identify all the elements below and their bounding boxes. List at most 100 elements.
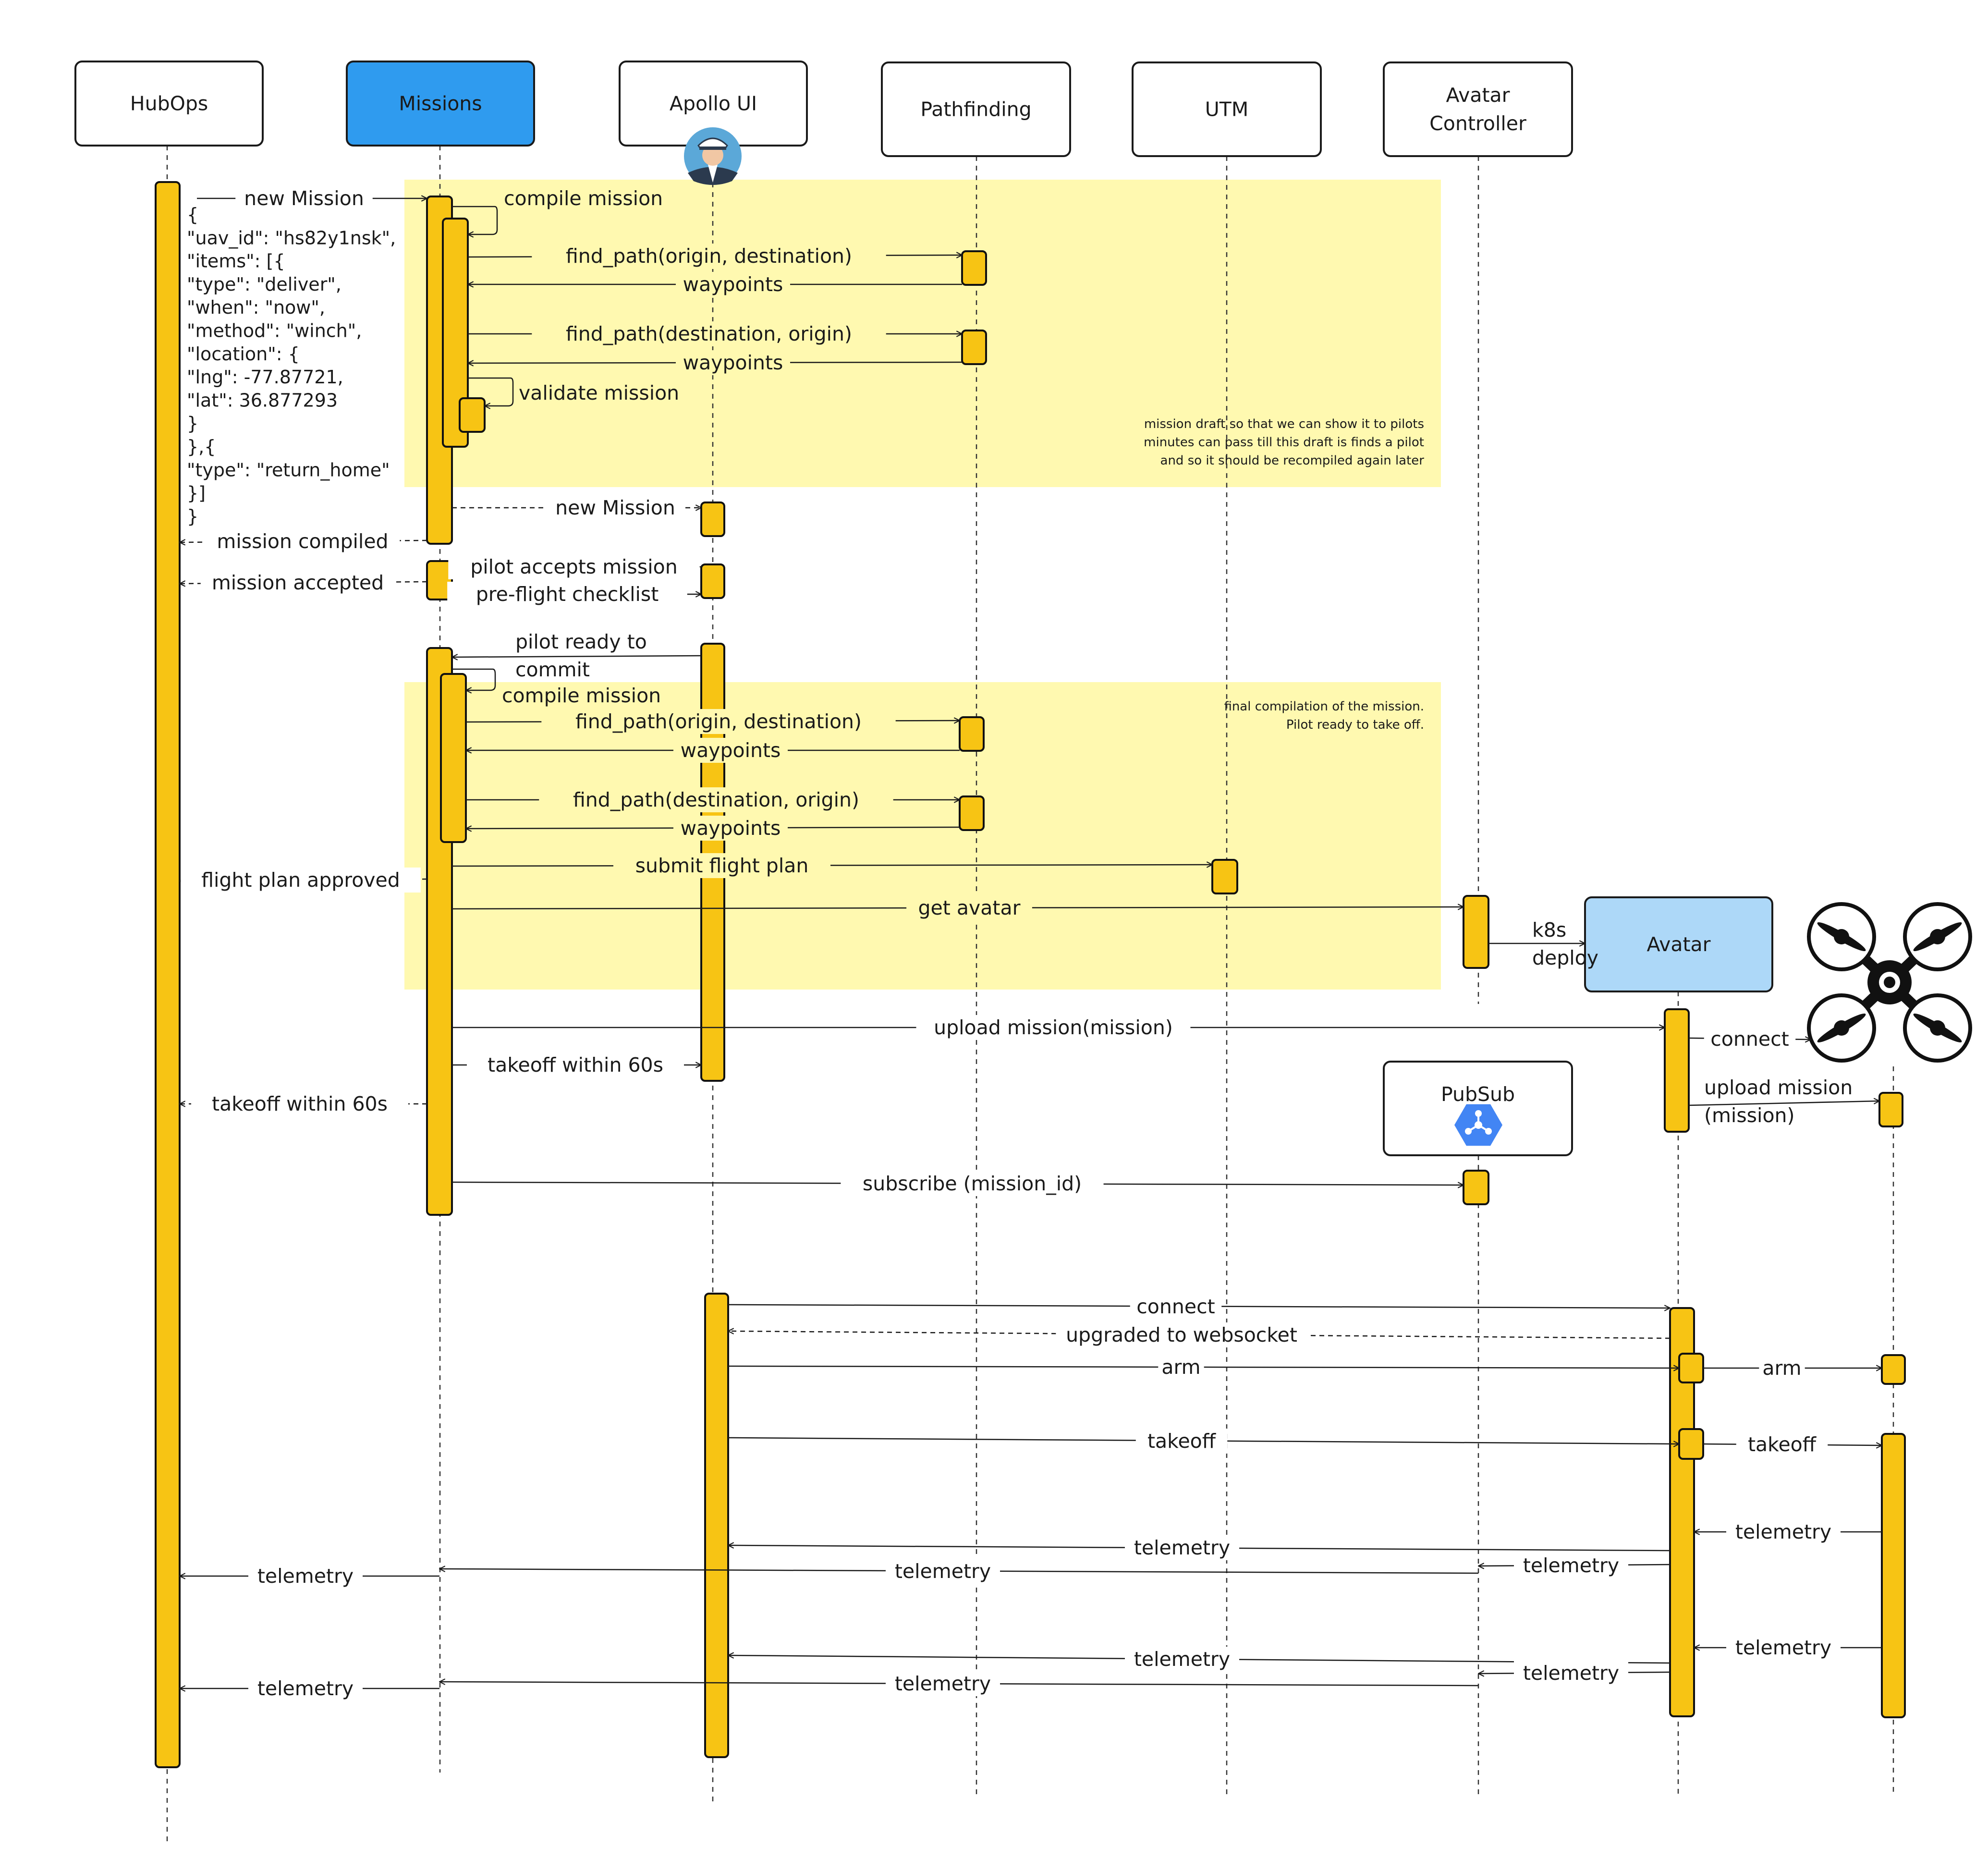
message-label: pilot accepts mission: [470, 555, 677, 578]
message-label-bg: [248, 1676, 363, 1701]
message-label-bg: [906, 895, 1032, 920]
message-label: waypoints: [681, 817, 781, 840]
activation-bar-drone: [1881, 1354, 1906, 1385]
message-label: subscribe (mission_id): [863, 1172, 1082, 1195]
message-label-bg: [205, 529, 400, 554]
message-label: telemetry: [257, 1677, 354, 1700]
payload-line: },{: [187, 436, 216, 457]
activation-bar-avatar: [1678, 1353, 1704, 1383]
message-m31: arm: [728, 1355, 1679, 1380]
payload-line: }: [187, 413, 198, 434]
message-m12: pre-flight checklist: [447, 582, 701, 607]
message-m10: pilot accepts mission: [448, 554, 701, 579]
activation-bar-missions: [426, 560, 453, 600]
drone-icon: [1807, 902, 1972, 1063]
payload-line: "items": [{: [187, 251, 285, 272]
message-label-bg: [1726, 1519, 1841, 1544]
message-label: (mission): [1704, 1104, 1795, 1127]
message-label: new Mission: [244, 187, 364, 210]
participant-pathfinding: Pathfinding: [881, 61, 1071, 157]
message-label-bg: [532, 321, 886, 346]
message-m37: telemetry: [1478, 1553, 1671, 1578]
message-m1: new Mission: [197, 186, 427, 211]
message-label: waypoints: [683, 351, 783, 374]
message-label-bg: [841, 1171, 1104, 1196]
message-label: takeoff: [1147, 1430, 1217, 1453]
message-label: flight plan approved: [201, 868, 400, 892]
message-label: telemetry: [1134, 1536, 1230, 1559]
message-label: find_path(origin, destination): [566, 245, 852, 268]
message-label: connect: [1710, 1027, 1789, 1051]
message-m44: telemetry: [180, 1676, 439, 1701]
message-label: pre-flight checklist: [476, 583, 659, 606]
activation-bar-missions: [459, 397, 486, 433]
activation-bar-pathfinding: [959, 795, 985, 831]
payload-line: "location": {: [187, 343, 300, 365]
message-label-bg: [1130, 1294, 1222, 1319]
participant-label: Pathfinding: [920, 98, 1031, 121]
message-label: telemetry: [1523, 1662, 1619, 1685]
pubsub-node: [1485, 1128, 1492, 1135]
pilot-collar: [708, 165, 718, 183]
drone-propeller: [1817, 922, 1866, 952]
message-label: validate mission: [519, 381, 679, 404]
note-text-line: mission draft so that we can show it to …: [1144, 417, 1424, 431]
message-arrow: [468, 377, 514, 406]
drone-propeller: [1913, 1013, 1962, 1043]
message-label-bg: [1704, 1027, 1796, 1052]
message-label-bg: [1135, 1429, 1228, 1454]
activation-bar-pathfinding: [961, 250, 987, 286]
message-label-bg: [885, 1671, 1000, 1696]
participant-box: [881, 61, 1071, 157]
message-label-bg: [1124, 1535, 1240, 1560]
message-arrow: [1688, 1101, 1879, 1106]
participant-box: [1132, 61, 1322, 157]
message-m32: arm: [1703, 1356, 1882, 1381]
message-label: get avatar: [918, 896, 1021, 919]
message-label: deploy: [1532, 946, 1598, 969]
message-m29: connect: [728, 1294, 1670, 1319]
pubsub-node: [1475, 1110, 1482, 1117]
participant-label: PubSub: [1441, 1083, 1515, 1106]
message-label: connect: [1136, 1295, 1215, 1318]
participant-avatar: Avatar: [1584, 896, 1773, 992]
message-m8: new Mission: [452, 495, 701, 520]
pilot-avatar-icon: [684, 127, 742, 185]
message-label-bg: [1124, 1647, 1240, 1672]
message-arrow: [452, 656, 702, 657]
message-m15: find_path(origin, destination): [465, 709, 960, 734]
message-label: mission compiled: [217, 530, 388, 553]
message-label: mission accepted: [212, 571, 384, 594]
message-label-bg: [916, 1015, 1191, 1040]
message-label: waypoints: [683, 273, 783, 296]
pilot-cap-band: [699, 147, 726, 150]
message-m4: waypoints: [468, 272, 962, 297]
activation-bar-pathfinding: [959, 716, 985, 752]
message-label-bg: [532, 244, 886, 269]
activation-bar-missions: [442, 218, 469, 448]
message-label: upgraded to websocket: [1066, 1323, 1297, 1346]
activation-bar-drone: [1878, 1092, 1903, 1127]
message-label: telemetry: [1735, 1636, 1831, 1659]
participant-label: HubOps: [130, 92, 208, 115]
message-m2: compile mission: [452, 187, 663, 234]
message-label-bg: [539, 787, 893, 812]
message-m5: find_path(destination, origin): [468, 321, 962, 346]
message-m39: telemetry: [180, 1564, 439, 1589]
message-m42: telemetry: [1478, 1661, 1671, 1686]
payload-line: }: [187, 506, 198, 527]
message-m27: takeoff within 60s: [180, 1091, 427, 1116]
message-label-bg: [673, 738, 788, 763]
payload-line: "type": "return_home": [187, 459, 390, 480]
message-m23: upload mission(mission): [452, 1015, 1665, 1040]
message-label: find_path(origin, destination): [575, 710, 862, 733]
message-m16: waypoints: [466, 738, 960, 763]
message-label-bg: [181, 868, 421, 893]
message-label-bg: [1513, 1553, 1629, 1578]
message-label: takeoff within 60s: [212, 1092, 388, 1115]
note-text-line: Pilot ready to take off.: [1286, 718, 1424, 732]
